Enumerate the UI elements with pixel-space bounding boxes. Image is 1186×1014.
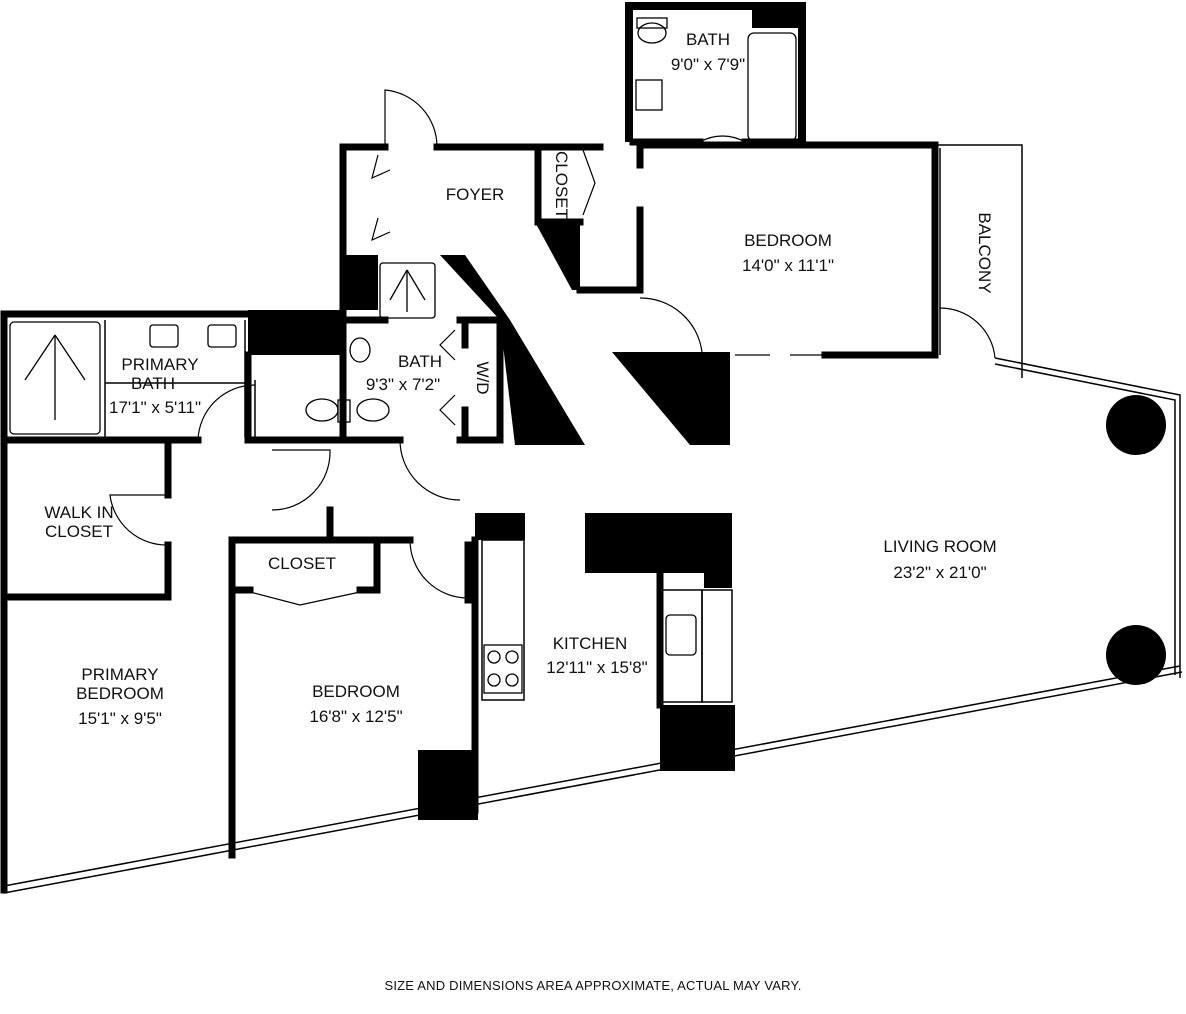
wd-name: W/D bbox=[473, 361, 492, 394]
primary-bedroom-dims: 15'1" x 9'5" bbox=[78, 709, 162, 728]
bedroom-2-dims: 14'0" x 11'1" bbox=[742, 256, 834, 275]
primary-bath-name-2: BATH bbox=[131, 374, 175, 393]
bath-top-name: BATH bbox=[686, 30, 730, 49]
primary-bedroom-name-2: BEDROOM bbox=[76, 684, 164, 703]
walls bbox=[0, 138, 939, 894]
closet-bedroom-name: CLOSET bbox=[268, 554, 336, 573]
bath-mid-dims: 9'3" x 7'2" bbox=[366, 375, 440, 394]
living-room-name: LIVING ROOM bbox=[883, 537, 996, 556]
room-labels: BATH 9'0" x 7'9" FOYER CLOSET BEDROOM 14… bbox=[44, 30, 996, 728]
balcony-name: BALCONY bbox=[975, 212, 994, 293]
primary-bath-name-1: PRIMARY bbox=[121, 355, 198, 374]
primary-bedroom-name-1: PRIMARY bbox=[81, 665, 158, 684]
door-swings bbox=[109, 89, 996, 606]
bedroom-3-name: BEDROOM bbox=[312, 682, 400, 701]
disclaimer-text: SIZE AND DIMENSIONS AREA APPROXIMATE, AC… bbox=[384, 978, 802, 993]
walk-in-closet-name-2: CLOSET bbox=[45, 522, 113, 541]
kitchen-dims: 12'11" x 15'8" bbox=[546, 658, 647, 677]
closet-foyer-name: CLOSET bbox=[552, 151, 571, 219]
solid-structure bbox=[248, 2, 1166, 820]
living-room-dims: 23'2" x 21'0" bbox=[893, 563, 986, 582]
primary-bath-dims: 17'1" x 5'11" bbox=[109, 398, 201, 417]
bath-top-dims: 9'0" x 7'9" bbox=[671, 55, 745, 74]
bedroom-3-dims: 16'8" x 12'5" bbox=[309, 707, 402, 726]
kitchen-name: KITCHEN bbox=[553, 634, 628, 653]
walk-in-closet-name-1: WALK IN bbox=[44, 503, 113, 522]
bedroom-2-name: BEDROOM bbox=[744, 231, 832, 250]
bath-fixtures bbox=[9, 17, 797, 694]
thin-outlines bbox=[3, 144, 1183, 894]
foyer-name: FOYER bbox=[446, 185, 505, 204]
bath-mid-name: BATH bbox=[398, 352, 442, 371]
